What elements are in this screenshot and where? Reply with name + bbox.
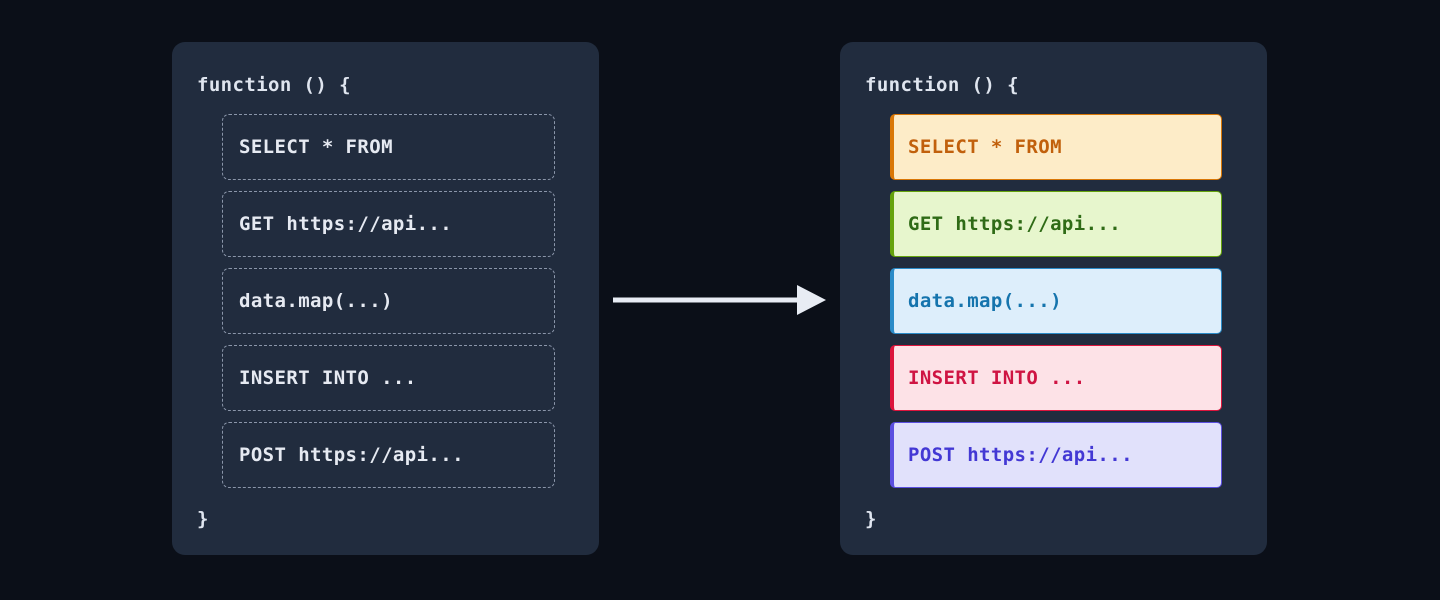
function-close-line: } xyxy=(865,508,877,530)
list-item[interactable]: POST https://api... xyxy=(222,422,555,488)
statement-text: GET https://api... xyxy=(908,213,1122,235)
plain-code-panel: function () { SELECT * FROM GET https://… xyxy=(172,42,599,555)
statement-text: SELECT * FROM xyxy=(239,136,393,158)
statement-text: GET https://api... xyxy=(239,213,453,235)
highlighted-statement-list: SELECT * FROM GET https://api... data.ma… xyxy=(890,114,1222,499)
list-item[interactable]: SELECT * FROM xyxy=(222,114,555,180)
function-open-line: function () { xyxy=(865,74,1019,96)
transform-arrow xyxy=(613,283,828,317)
statement-text: POST https://api... xyxy=(239,444,464,466)
list-item-sql-insert[interactable]: INSERT INTO ... xyxy=(890,345,1222,411)
list-item-http-post[interactable]: POST https://api... xyxy=(890,422,1222,488)
statement-text: INSERT INTO ... xyxy=(239,367,417,389)
statement-text: data.map(...) xyxy=(908,290,1062,312)
statement-text: SELECT * FROM xyxy=(908,136,1062,158)
arrow-right-icon xyxy=(613,285,826,315)
list-item[interactable]: INSERT INTO ... xyxy=(222,345,555,411)
list-item-http-get[interactable]: GET https://api... xyxy=(890,191,1222,257)
list-item[interactable]: data.map(...) xyxy=(222,268,555,334)
list-item[interactable]: GET https://api... xyxy=(222,191,555,257)
function-close-line: } xyxy=(197,508,209,530)
statement-text: POST https://api... xyxy=(908,444,1133,466)
statement-text: INSERT INTO ... xyxy=(908,367,1086,389)
statement-text: data.map(...) xyxy=(239,290,393,312)
highlighted-code-panel: function () { SELECT * FROM GET https://… xyxy=(840,42,1267,555)
list-item-sql-select[interactable]: SELECT * FROM xyxy=(890,114,1222,180)
function-open-line: function () { xyxy=(197,74,351,96)
plain-statement-list: SELECT * FROM GET https://api... data.ma… xyxy=(222,114,555,499)
list-item-js-map[interactable]: data.map(...) xyxy=(890,268,1222,334)
